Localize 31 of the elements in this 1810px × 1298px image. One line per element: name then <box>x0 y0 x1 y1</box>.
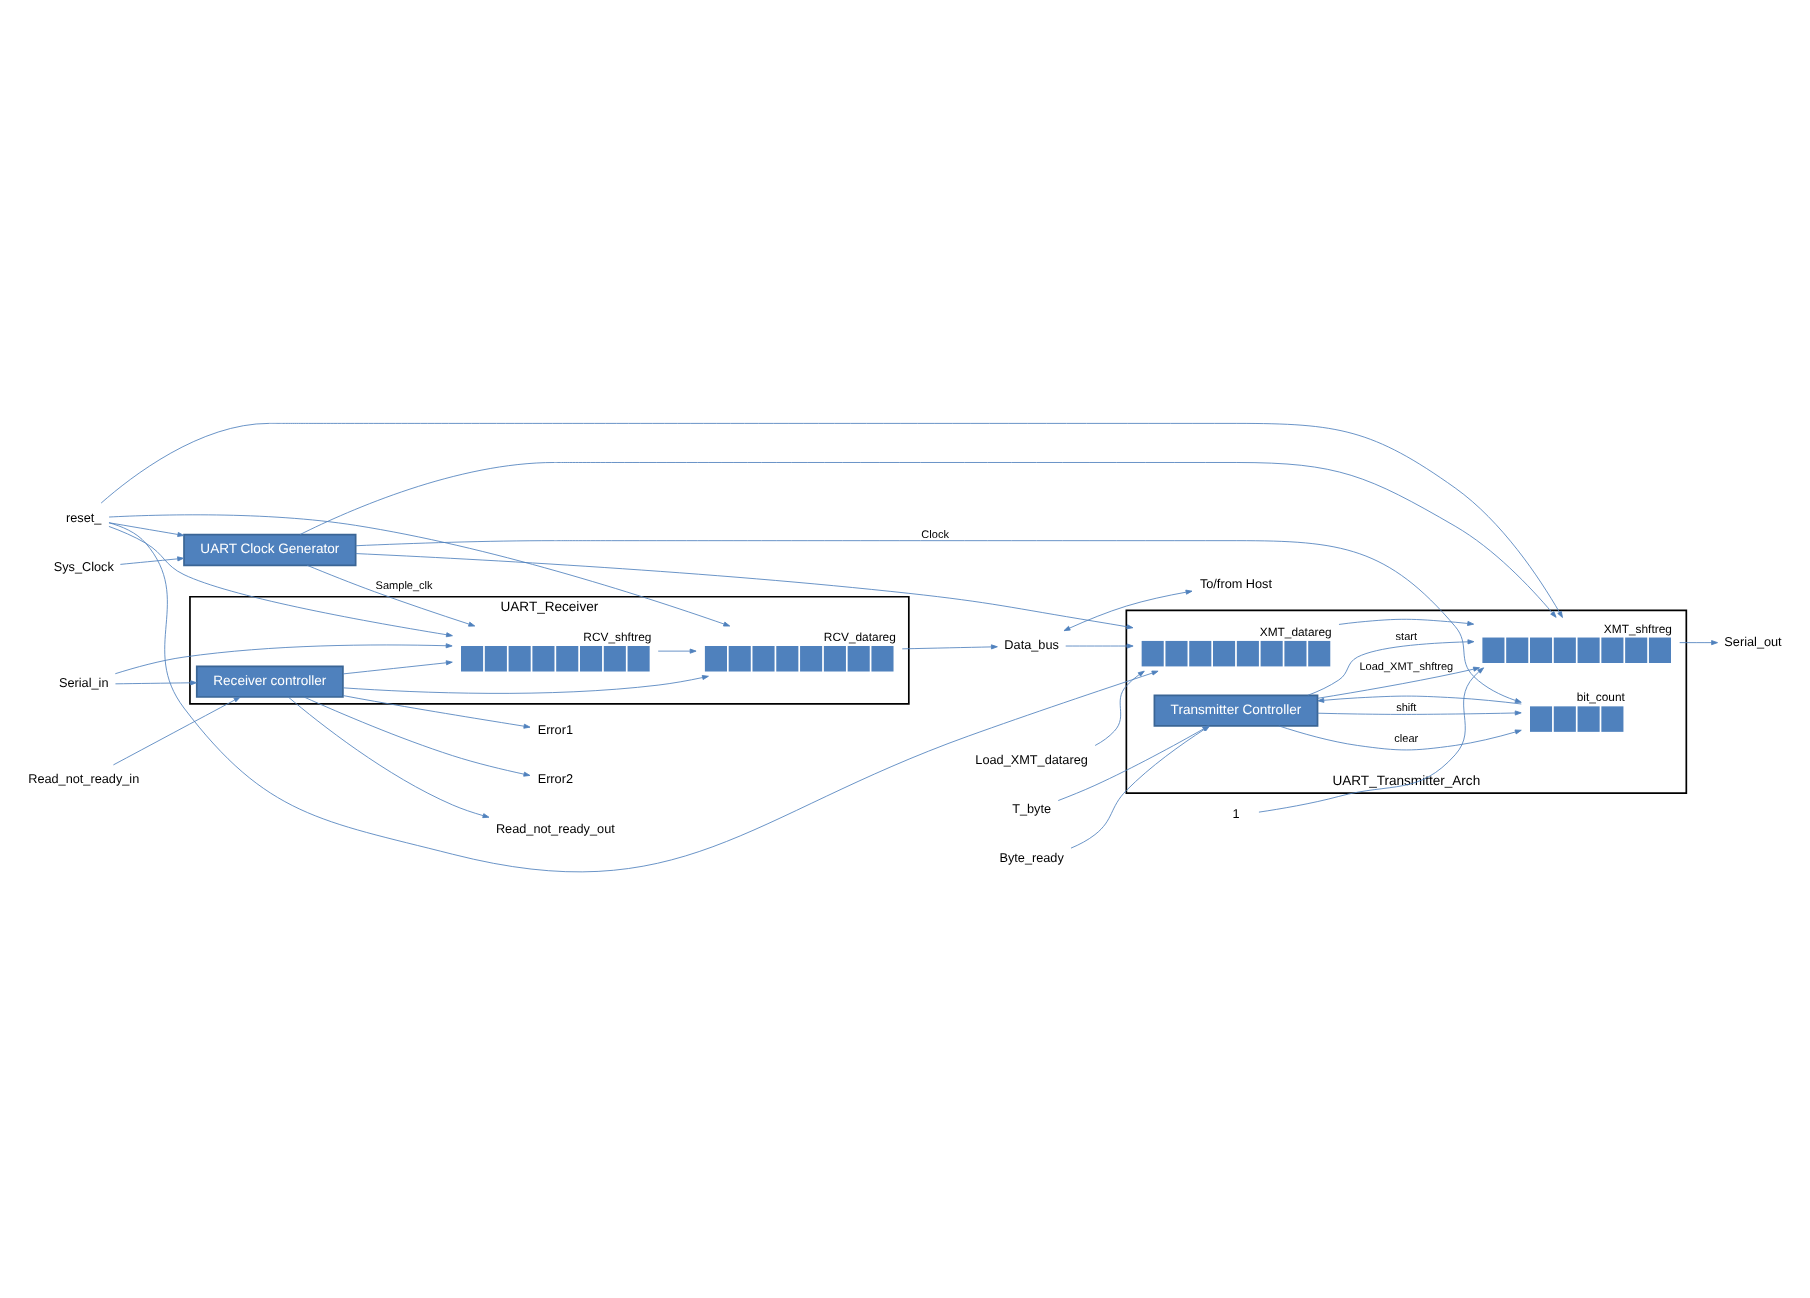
arrow <box>119 556 185 565</box>
arrow <box>108 522 1159 872</box>
arrow <box>1679 640 1718 646</box>
arrow <box>108 514 731 627</box>
arrow <box>306 564 476 627</box>
arrow <box>1317 666 1480 699</box>
arrow <box>355 553 1134 630</box>
arrow <box>1063 589 1193 632</box>
arrow <box>1317 710 1522 716</box>
arrow <box>108 526 453 638</box>
arrow <box>342 695 531 729</box>
arrow <box>1065 643 1134 649</box>
arrow <box>1258 667 1485 813</box>
arrow <box>299 462 1557 618</box>
arrow <box>288 696 490 819</box>
arrow <box>1307 639 1475 696</box>
arrow <box>355 540 1522 703</box>
arrow <box>113 696 241 766</box>
arrow <box>342 660 453 675</box>
arrow <box>115 680 197 686</box>
arrow <box>901 644 998 650</box>
arrow <box>1094 670 1145 746</box>
arrow <box>303 696 531 777</box>
arrow <box>657 648 697 654</box>
arrow <box>342 675 709 694</box>
arrow <box>100 422 1563 618</box>
arrow <box>108 522 185 537</box>
arrow <box>114 643 453 675</box>
arrow <box>1338 618 1475 626</box>
arrow <box>1278 725 1522 751</box>
arrow <box>1317 695 1522 705</box>
